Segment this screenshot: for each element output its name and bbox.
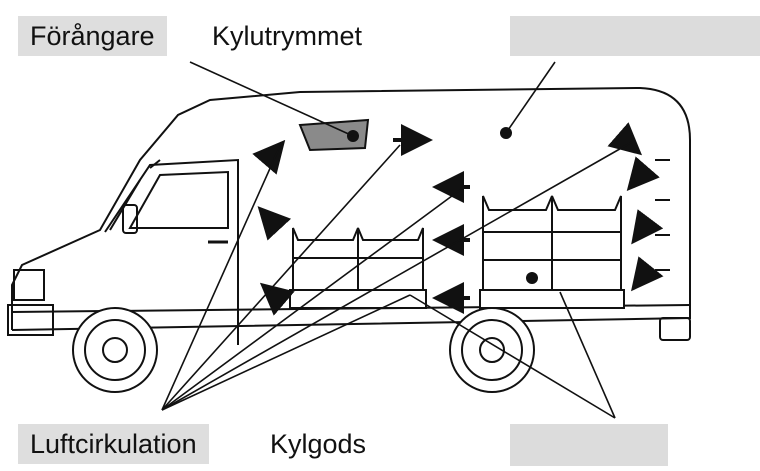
air-flow-arrow-icon	[263, 212, 275, 225]
cargo-dot	[526, 272, 538, 284]
evaporator-unit-icon	[300, 120, 368, 150]
air-flow-arrow-icon	[636, 222, 648, 238]
cargo-crate-icon	[483, 196, 552, 290]
evaporator-label: Förångare	[18, 16, 167, 56]
air-flow-arrow-icon	[632, 170, 645, 185]
cargo-label: Kylgods	[270, 424, 366, 464]
answer-box-top-right[interactable]	[510, 16, 760, 56]
air-flow-arrow-icon	[636, 270, 648, 285]
cargo-space-label: Kylutrymmet	[212, 16, 362, 56]
front-wheel	[73, 308, 157, 392]
cargo-crate-icon	[552, 196, 621, 290]
rear-wheel	[450, 308, 534, 392]
answer-box-bottom-right[interactable]	[510, 424, 668, 466]
air-flow-arrow-icon	[266, 288, 280, 300]
air-circulation-label: Luftcirkulation	[18, 424, 209, 464]
